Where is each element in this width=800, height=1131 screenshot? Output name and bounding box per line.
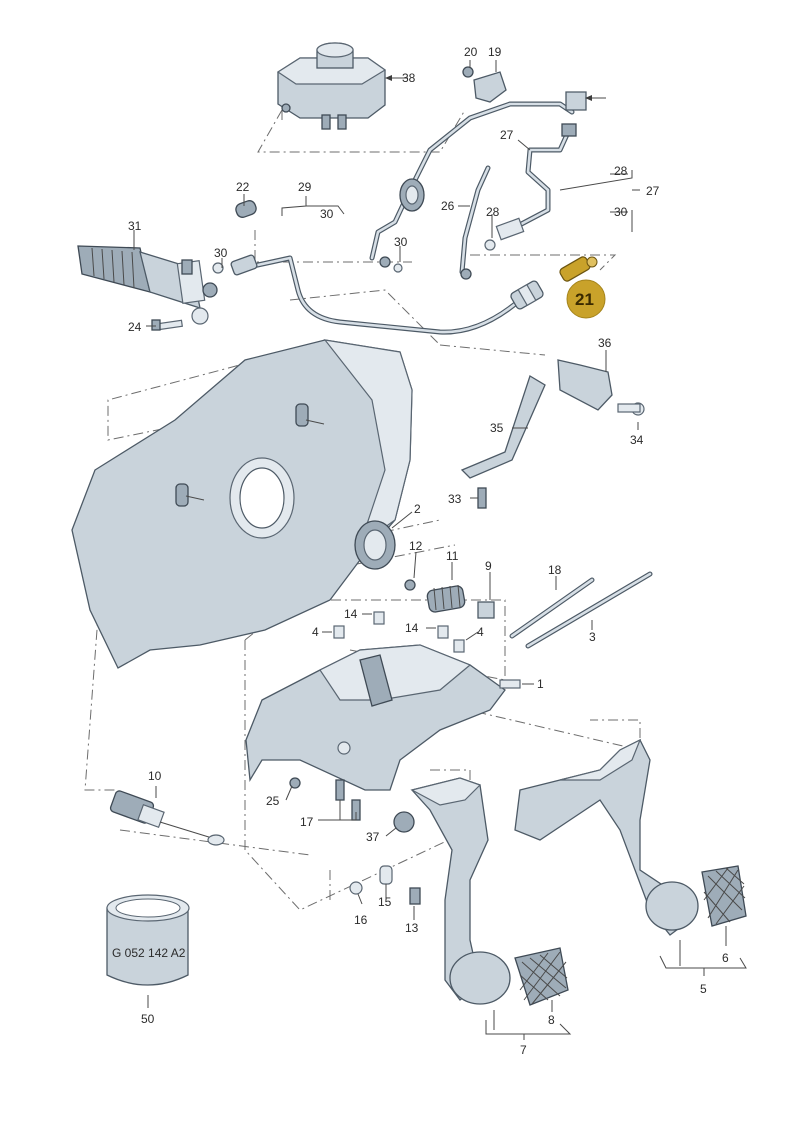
callout-11: 11 <box>446 549 459 563</box>
bleeder-valve-highlighted <box>559 256 598 282</box>
callout-30-c: 30 <box>394 235 408 249</box>
clutch-pedal <box>410 777 569 1006</box>
callout-25: 25 <box>266 794 280 808</box>
pipe-grommet <box>399 178 425 212</box>
callout-37: 37 <box>366 830 380 844</box>
brake-fluid-reservoir <box>276 42 387 130</box>
slave-cylinder <box>77 245 218 325</box>
leader-lines <box>133 60 747 1040</box>
callout-4-b: 4 <box>477 625 484 639</box>
callout-29: 29 <box>298 180 312 194</box>
callout-10: 10 <box>148 769 162 783</box>
callout-18: 18 <box>548 563 562 577</box>
callout-labels: 1 2 3 4 4 5 6 7 8 9 10 11 12 13 14 14 15… <box>128 45 729 1057</box>
callout-4-a: 4 <box>312 625 319 639</box>
callout-21-badge <box>566 279 606 319</box>
callout-30-b: 30 <box>214 246 228 260</box>
spring-damper <box>333 579 495 653</box>
callout-15: 15 <box>378 895 392 909</box>
callout-2: 2 <box>414 502 421 516</box>
callout-50: 50 <box>141 1012 155 1026</box>
bolt <box>151 319 183 331</box>
callout-13: 13 <box>405 921 419 935</box>
bearing-sleeve <box>106 894 190 986</box>
callout-8: 8 <box>548 1013 555 1027</box>
callout-3: 3 <box>589 630 596 644</box>
callout-24: 24 <box>128 320 142 334</box>
callout-31: 31 <box>128 219 142 233</box>
pipe-bracket <box>462 66 507 103</box>
callout-19: 19 <box>488 45 502 59</box>
callout-17: 17 <box>300 815 314 829</box>
pedal-switch <box>109 790 225 846</box>
callout-30-d: 30 <box>614 205 628 219</box>
callout-27-a: 27 <box>500 128 514 142</box>
callout-12: 12 <box>409 539 423 553</box>
pipe-fitting <box>379 217 525 280</box>
bulkhead-panel <box>71 339 413 669</box>
callout-28-a: 28 <box>486 205 500 219</box>
callout-21: 21 <box>575 290 594 309</box>
part-number-marking: G 052 142 A2 <box>112 946 186 960</box>
callout-34: 34 <box>630 433 644 447</box>
callout-16: 16 <box>354 913 368 927</box>
callout-14-a: 14 <box>344 607 358 621</box>
callout-38: 38 <box>402 71 416 85</box>
callout-27-b: 27 <box>646 184 660 198</box>
callout-9: 9 <box>485 559 492 573</box>
callout-7: 7 <box>520 1043 527 1057</box>
callout-6: 6 <box>722 951 729 965</box>
brake-pedal <box>514 738 747 936</box>
callout-5: 5 <box>700 982 707 996</box>
callout-14-b: 14 <box>405 621 419 635</box>
callout-26: 26 <box>441 199 455 213</box>
callout-33: 33 <box>448 492 462 506</box>
pipe-connector <box>561 91 587 137</box>
callout-22: 22 <box>236 180 250 194</box>
pivot-rods <box>509 571 653 649</box>
callout-20: 20 <box>464 45 478 59</box>
pedal-bracket <box>245 644 521 791</box>
callout-35: 35 <box>490 421 504 435</box>
callout-36: 36 <box>598 336 612 350</box>
callout-28-b: 28 <box>614 164 628 178</box>
callout-1: 1 <box>537 677 544 691</box>
seal-ring <box>354 520 396 570</box>
fasteners <box>335 779 421 905</box>
callout-30-a: 30 <box>320 207 334 221</box>
line-coupling <box>510 280 544 310</box>
pipe-end-fitting <box>212 200 258 276</box>
clutch-pressure-line <box>232 101 575 335</box>
